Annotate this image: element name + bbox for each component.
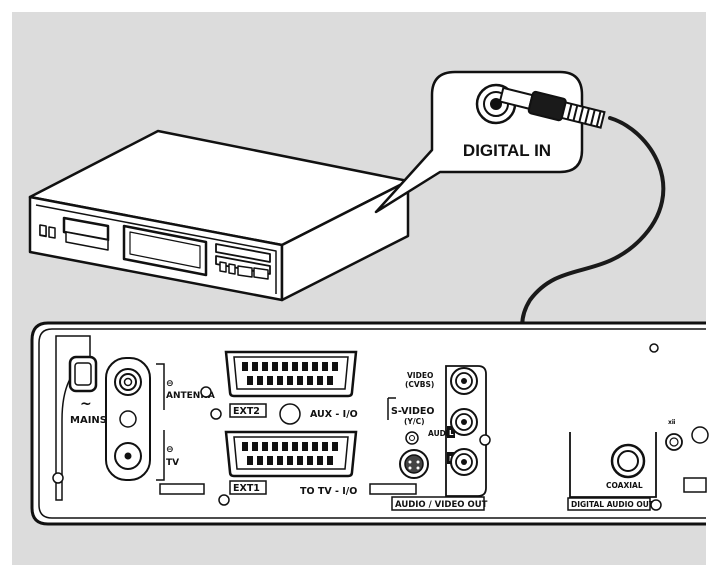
ext2-scart [224,350,358,398]
video-label: VIDEO [407,371,433,380]
coaxial-label: COAXIAL [606,481,643,490]
tv-label: TV [166,458,179,468]
ext1-label: EXT1 [233,483,260,494]
svideo-yc-label: (Y/C) [404,417,425,426]
rear-panel-outline [30,321,706,526]
ext1-pins [242,442,338,465]
digital-in-label: DIGITAL IN [463,141,551,160]
mains-label: MAINS [70,415,107,426]
rear-panel: ~ MAINS ⊖ ANTENNA ⊖ TV [30,321,709,526]
to-tv-io-label: TO TV - I/O [300,486,357,497]
aux-io-label: AUX - I/O [310,409,358,420]
receiver-device [28,129,410,302]
audio-label: AUDIO [428,429,455,438]
ext1-scart [224,430,358,478]
partial-marking: ⅻ [668,419,675,426]
cvbs-label: (CVBS) [405,380,434,389]
antenna-label: ANTENNA [166,391,215,401]
ext2-pins [242,362,338,385]
antenna-in-symbol: ⊖ [166,379,174,389]
av-out-label: AUDIO / VIDEO OUT [395,500,488,510]
cable-plug-top [498,86,606,129]
tv-out-symbol: ⊖ [166,445,174,455]
digital-audio-out-label: DIGITAL AUDIO OUT [571,500,655,509]
mains-tilde: ~ [80,396,92,412]
svideo-label: S-VIDEO [391,406,434,417]
audio-l-label: L [449,429,454,437]
scart-screw [279,403,301,425]
ext2-label: EXT2 [233,406,260,417]
